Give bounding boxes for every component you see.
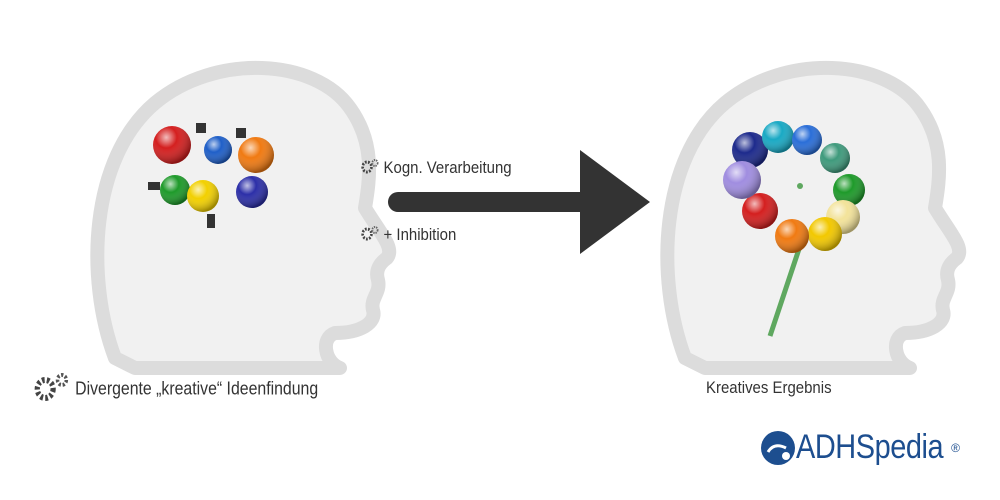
gears-icon	[360, 158, 379, 179]
stem	[767, 239, 805, 337]
right-caption: Kreatives Ergebnis	[706, 378, 832, 397]
logo-head-icon	[761, 430, 795, 465]
gears-icon	[360, 225, 379, 246]
process-top-text: Kogn. Verarbeitung	[383, 158, 512, 177]
left-head	[97, 68, 389, 368]
process-bottom-text: + Inhibition	[383, 225, 457, 244]
adhspedia-logo: ADHSpedia ®	[760, 428, 960, 467]
left-caption: Divergente „kreative“ Ideenfindung	[32, 372, 318, 407]
left-caption-text: Divergente „kreative“ Ideenfindung	[75, 378, 319, 399]
process-top-label: Kogn. Verarbeitung	[360, 158, 512, 179]
registered-mark: ®	[951, 440, 960, 455]
left-bulbs	[148, 123, 274, 228]
right-bulbs	[723, 121, 865, 337]
arrow-right-icon	[388, 150, 650, 254]
process-bottom-label: + Inhibition	[360, 225, 456, 246]
gears-icon	[32, 372, 71, 407]
logo-text: ADHSpedia	[796, 428, 944, 466]
right-head	[667, 68, 959, 368]
